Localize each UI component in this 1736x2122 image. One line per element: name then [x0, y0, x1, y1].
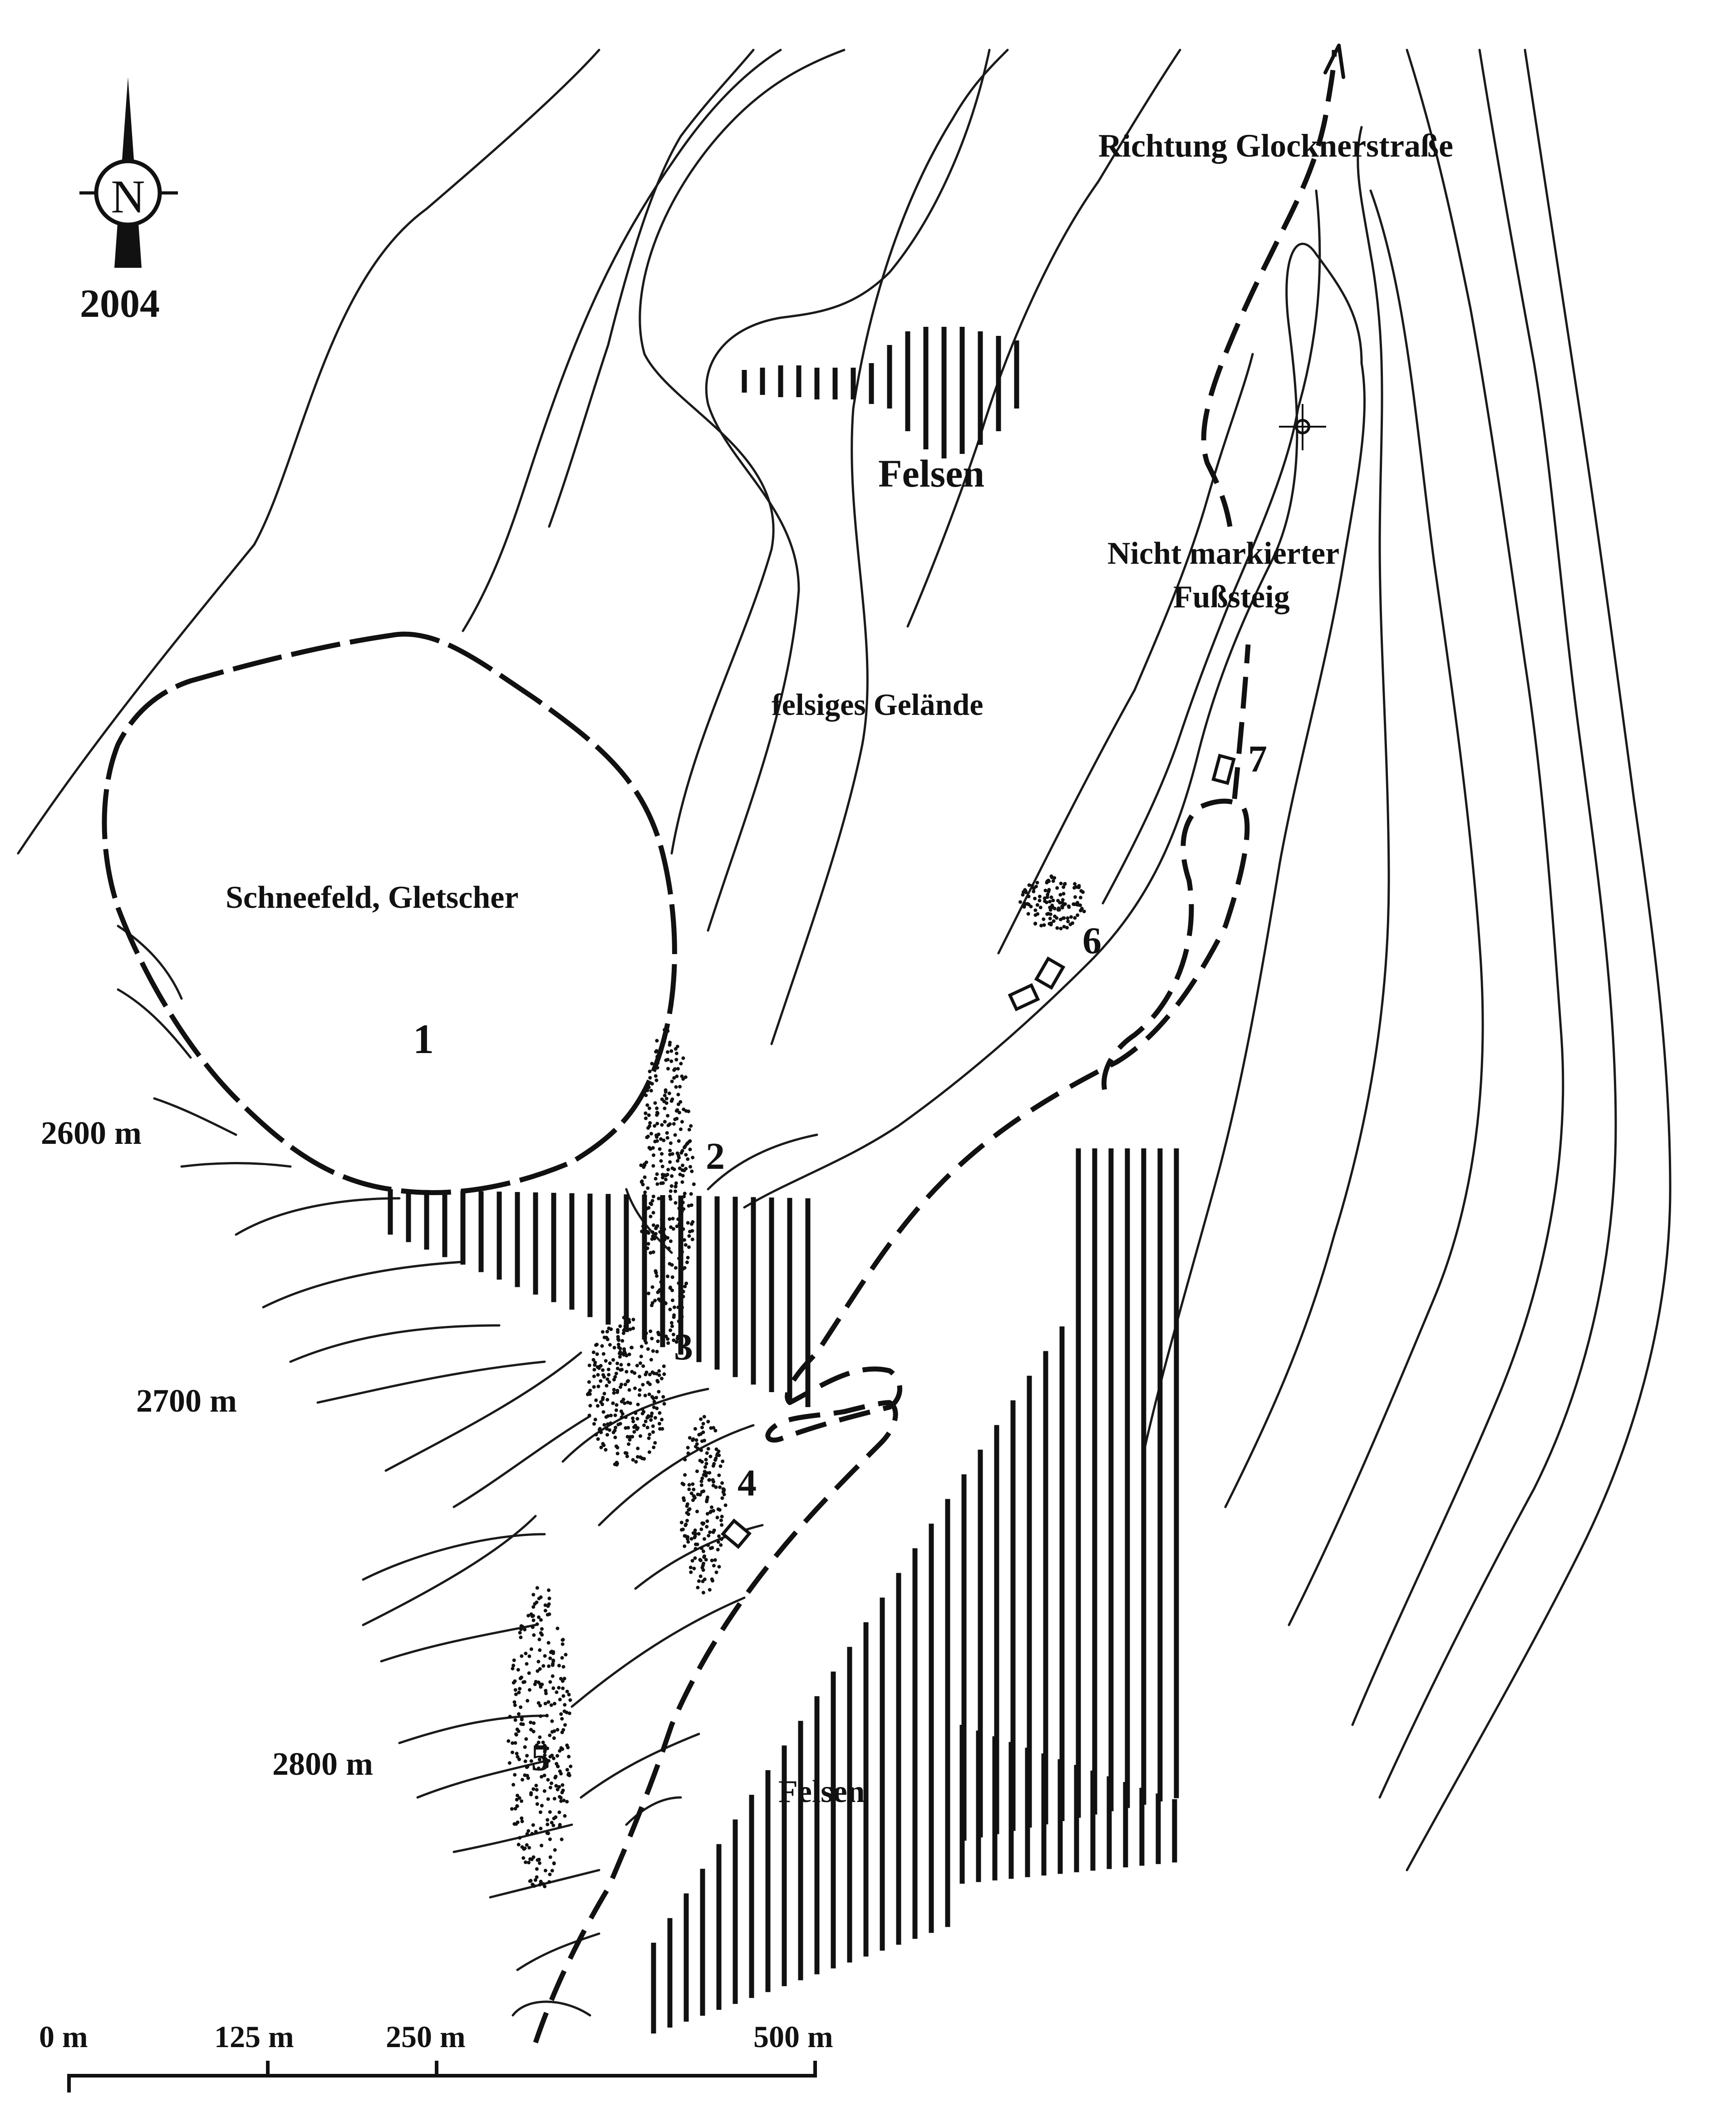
compass-letter: N — [111, 171, 145, 223]
hut-site-7 — [1211, 753, 1236, 785]
rock-hatching-main — [388, 1148, 1179, 2033]
contour-line — [625, 1796, 682, 1826]
contour-line — [634, 1524, 764, 1590]
contour-line — [1406, 49, 1672, 1871]
site-number-5: 5 — [531, 1737, 550, 1779]
contour-line — [1102, 189, 1321, 905]
scale-tick-label: 125 m — [214, 2019, 294, 2054]
contour-line — [639, 49, 846, 855]
hut-site-4 — [721, 1518, 752, 1549]
contour-line — [384, 1351, 582, 1472]
contour-line — [707, 1133, 818, 1191]
hut-site-6a — [1008, 983, 1040, 1012]
site-number-4: 4 — [738, 1462, 757, 1504]
contour-line — [452, 1823, 573, 1853]
contour-line — [997, 353, 1254, 955]
site-number-1: 1 — [413, 1016, 434, 1062]
contour-line — [1288, 189, 1484, 1626]
contour-line — [580, 1733, 700, 1799]
scree-field-3 — [586, 1315, 666, 1467]
snowfield-boundary — [102, 631, 677, 1195]
contour-line — [380, 1624, 537, 1663]
scale-tick-label: 500 m — [753, 2019, 833, 2054]
contour-line — [262, 1260, 464, 1309]
scale-tick-label: 0 m — [39, 2019, 88, 2054]
contour-line — [598, 1424, 755, 1526]
elevation-label: 2600 m — [41, 1115, 142, 1151]
scree-field-6 — [1018, 874, 1086, 931]
label-trail-line2: Fußsteig — [1173, 580, 1290, 615]
scale-bar: 0 m 125 m 250 m 500 m — [39, 2019, 833, 2092]
contour-line — [416, 1760, 546, 1799]
contour-line — [1351, 49, 1564, 1726]
north-arrow-icon: N — [79, 77, 178, 268]
contour-line — [770, 49, 1009, 1045]
contour-line — [906, 49, 1181, 628]
contour-line — [1378, 49, 1617, 1799]
contour-line — [362, 1515, 537, 1626]
trail-arrow-icon — [1323, 44, 1345, 79]
contour-line — [452, 1415, 591, 1508]
label-rocks-top: Felsen — [878, 452, 984, 495]
label-rocks-bottom: Felsen — [778, 1774, 865, 1809]
contour-line — [516, 1932, 600, 1971]
summit-marker-icon — [1279, 404, 1326, 450]
site-number-2: 2 — [706, 1135, 725, 1177]
elevation-label: 2700 m — [136, 1383, 237, 1419]
scale-tick-label: 250 m — [386, 2019, 466, 2054]
contour-line — [316, 1360, 546, 1404]
scree-field-5 — [507, 1586, 573, 1889]
site-number-6: 6 — [1082, 920, 1102, 962]
contour-line — [362, 1533, 546, 1581]
site-number-7: 7 — [1248, 738, 1267, 780]
label-snowfield: Schneefeld, Gletscher — [226, 880, 518, 915]
contour-line — [570, 1596, 746, 1708]
contour-line — [548, 49, 755, 528]
contour-line — [235, 1197, 401, 1236]
contour-line — [153, 1097, 237, 1136]
contour-line — [180, 1162, 292, 1168]
structures — [721, 753, 1236, 1549]
contour-line — [511, 2000, 591, 2017]
site-number-3: 3 — [674, 1326, 693, 1368]
label-trail-line1: Nicht markierter — [1107, 536, 1339, 571]
scree-fields — [507, 874, 1086, 1889]
label-direction: Richtung Glocknerstraße — [1098, 128, 1453, 164]
hut-site-6b — [1034, 956, 1066, 990]
contour-line — [705, 49, 991, 932]
contour-line — [1224, 126, 1390, 1508]
contour-lines — [17, 49, 1672, 2017]
contour-line — [462, 49, 782, 632]
label-rocky-terrain: felsiges Gelände — [772, 687, 984, 722]
rock-hatching-top — [742, 327, 1019, 458]
scree-field-4 — [679, 1415, 728, 1595]
elevation-label: 2800 m — [272, 1746, 373, 1782]
map-year: 2004 — [80, 282, 160, 326]
contour-line — [17, 49, 600, 855]
scree-field-2 — [639, 1028, 696, 1345]
contour-line — [398, 1714, 546, 1744]
contour-line — [117, 988, 192, 1059]
contour-line — [743, 242, 1366, 1454]
trail-path — [533, 49, 1337, 2043]
contour-line — [289, 1324, 501, 1363]
